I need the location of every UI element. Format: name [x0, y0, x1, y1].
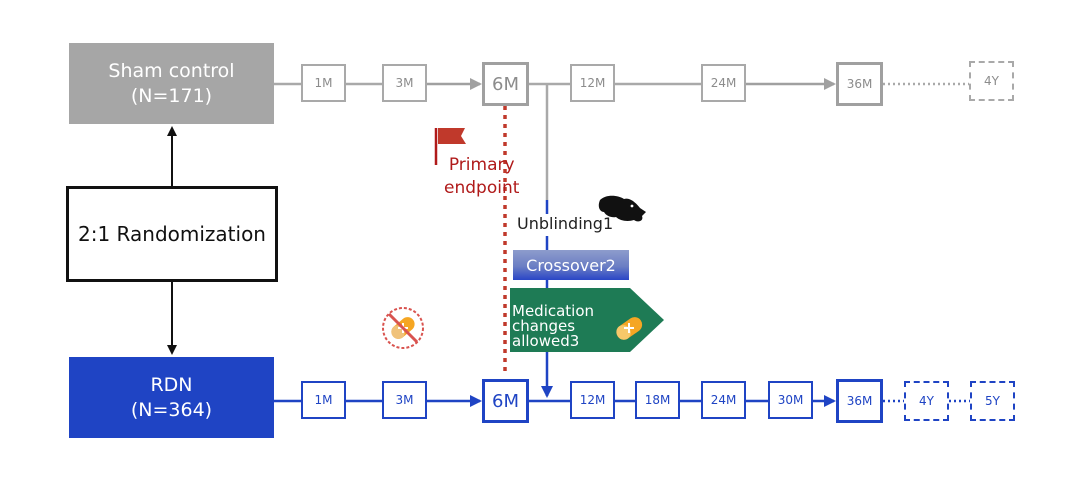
sham-timepoint: 36M	[836, 62, 883, 106]
rdn-timepoint: 1M	[301, 381, 346, 419]
medication-label: Medication changes allowed3	[512, 304, 594, 349]
sham-timepoint: 4Y	[969, 61, 1014, 101]
primary-endpoint-line2: endpoint	[444, 177, 520, 198]
medication-line2: changes	[512, 317, 576, 335]
rdn-timepoint: 36M	[836, 379, 883, 423]
medication-line1: Medication	[512, 302, 595, 320]
sham-timepoint: 1M	[301, 64, 346, 102]
sham-timepoint: 12M	[570, 64, 615, 102]
sham-timepoint: 3M	[382, 64, 427, 102]
randomization-label: 2:1 Randomization	[78, 222, 266, 246]
randomization-box: 2:1 Randomization	[66, 186, 278, 282]
rdn-timepoint: 18M	[635, 381, 680, 419]
rdn-timepoint: 30M	[768, 381, 813, 419]
rdn-timepoint: 6M	[482, 379, 529, 423]
rdn-box: RDN (N=364)	[69, 357, 274, 438]
rdn-timepoint: 3M	[382, 381, 427, 419]
rdn-timepoint: 12M	[570, 381, 615, 419]
rdn-arm-n: (N=364)	[130, 398, 213, 421]
primary-endpoint-line1: Primary	[448, 155, 515, 175]
primary-endpoint-label: Primary endpoint	[444, 154, 519, 200]
rdn-timepoint: 4Y	[904, 381, 949, 421]
crossover-banner: Crossover2	[513, 250, 629, 280]
medication-line3: allowed3	[512, 332, 580, 350]
sham-timepoint: 24M	[701, 64, 746, 102]
rdn-timepoint: 24M	[701, 381, 746, 419]
rdn-arm-name: RDN	[150, 373, 193, 396]
sham-arm-n: (N=171)	[130, 84, 213, 107]
rdn-timepoint: 5Y	[970, 381, 1015, 421]
unblinding-label: Unblinding1	[517, 214, 614, 233]
crossover-label: Crossover2	[526, 255, 616, 275]
sham-arm-name: Sham control	[108, 59, 235, 82]
sham-timepoint: 6M	[482, 62, 529, 106]
sham-control-box: Sham control (N=171)	[69, 43, 274, 124]
